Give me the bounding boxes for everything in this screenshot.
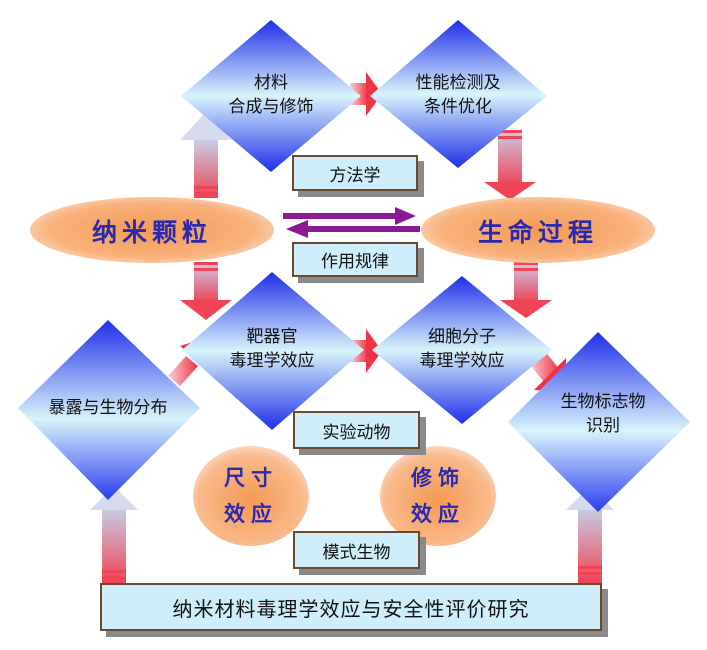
label-target-organ: 靶器官 毒理学效应 (229, 327, 315, 371)
diamond-material-synthesis (181, 20, 361, 172)
arrow-title-to-exposure (90, 486, 138, 583)
label-biomarker: 生物标志物 识别 (560, 392, 646, 436)
label-cell-molecule: 细胞分子 毒理学效应 (419, 327, 505, 371)
label-material-synthesis: 材料 合成与修饰 (228, 73, 314, 117)
box-lab-animal: 实验动物 (293, 411, 420, 449)
arrow-performance-to-life (484, 130, 536, 200)
diamond-performance-test (370, 20, 547, 168)
box-main-title: 纳米材料毒理学效应与安全性评价研究 (100, 583, 602, 631)
diamond-cell-molecule (372, 276, 552, 424)
label-nanoparticle: 纳米颗粒 (91, 218, 212, 247)
diamond-biomarker (508, 332, 690, 512)
label-exposure-distribution: 暴露与生物分布 (48, 398, 168, 418)
label-modification-effect: 修饰 效应 (411, 465, 465, 526)
arrow-life-to-cell (500, 262, 552, 318)
label-size-effect: 尺寸 效应 (224, 465, 278, 526)
diamond-target-organ (182, 272, 364, 430)
bidirectional-arrow (283, 207, 420, 238)
label-life-process: 生命过程 (477, 218, 598, 247)
ellipse-nanoparticle (30, 197, 274, 263)
box-action-law: 作用规律 (292, 242, 418, 277)
label-performance-test: 性能检测及 条件优化 (415, 73, 501, 117)
arrow-nanoparticle-to-target (180, 262, 232, 320)
box-model-organism: 模式生物 (293, 531, 420, 569)
box-methodology: 方法学 (292, 155, 418, 191)
circle-modification-effect (380, 446, 496, 546)
circle-size-effect (193, 446, 309, 546)
diamond-exposure-distribution (18, 320, 200, 500)
arrow-nanoparticle-to-synthesis (180, 112, 232, 198)
ellipse-life-process (421, 197, 655, 263)
